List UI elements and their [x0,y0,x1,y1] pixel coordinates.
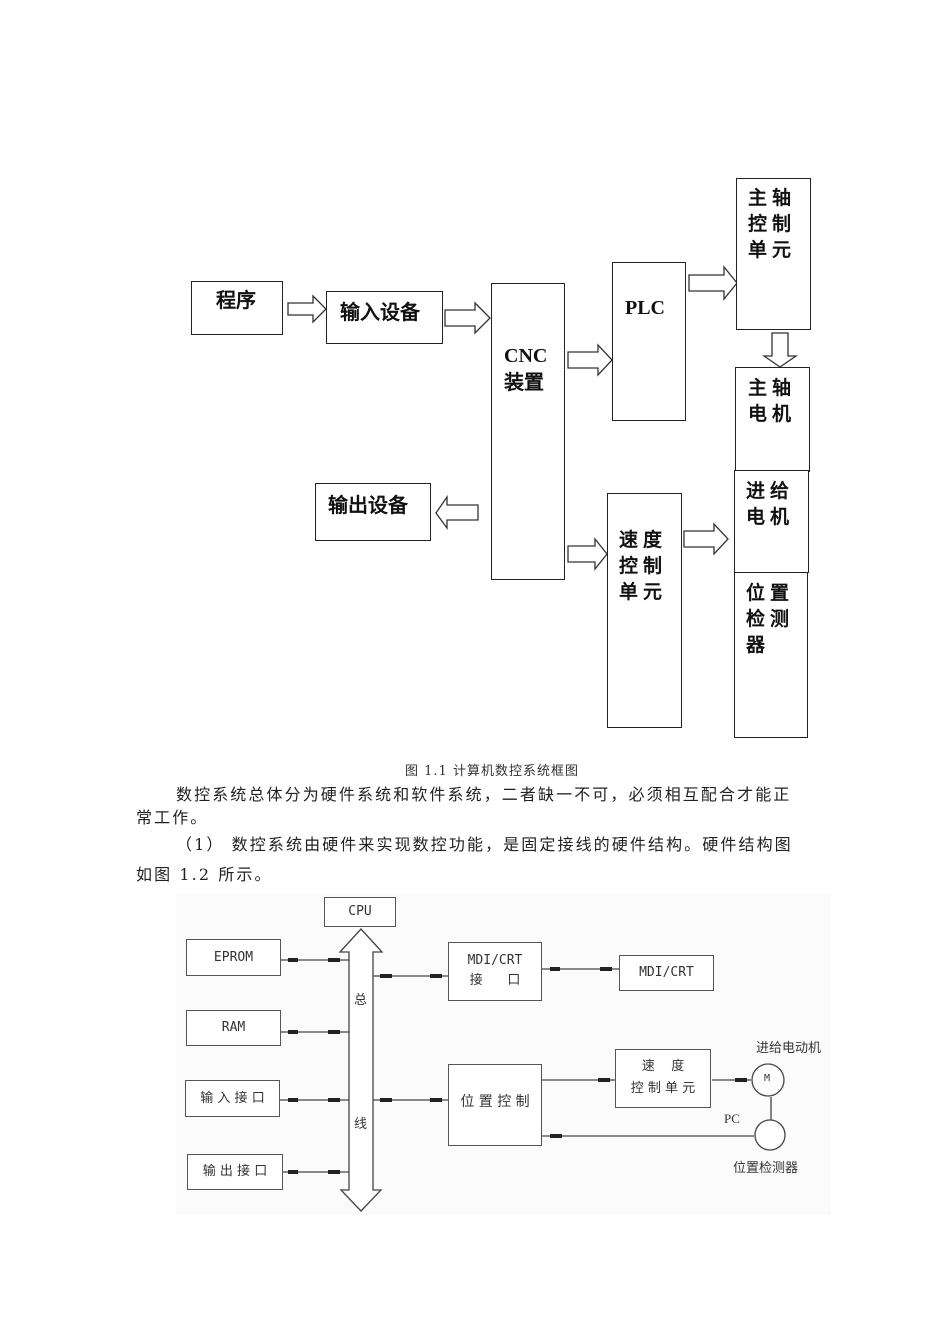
mdi-crt-interface-label-line1: MDI/CRT [467,953,523,968]
connector-marker [288,1098,298,1102]
cnc-label-line1: CNC [504,345,548,367]
cnc-label-line2: 装置 [504,370,544,394]
input-device-label: 输入设备 [340,300,420,324]
connector-marker [288,958,298,962]
ram-label: RAM [221,1020,246,1035]
eprom-box: EPROM [186,939,281,976]
pc-label: PC [724,1111,740,1126]
connector-marker [598,1078,610,1082]
input-device-box [326,291,443,344]
cnc-box [491,283,565,580]
bus-label-top: 总 [354,993,368,1008]
arrow-cnc-to-speed [567,537,608,571]
position-detector-label: 位置检测器 [746,582,795,656]
plc-label: PLC [625,297,665,319]
connector-marker [430,1098,442,1102]
feed-motor-circle [751,1063,785,1097]
connector-marker [328,1098,340,1102]
paragraph-1-line-2: 常工作。 [136,808,209,827]
input-interface-box: 输 入 接 口 [185,1080,280,1117]
motor-symbol: M [764,1073,771,1084]
arrow-program-to-input [287,294,327,324]
cpu-box: CPU [324,897,396,927]
output-interface-box: 输 出 接 口 [187,1154,283,1190]
system-bus-arrow [338,928,384,1212]
arrow-cnc-to-plc [567,343,613,377]
spindle-control-unit-label: 主轴控制单元 [748,187,797,261]
speed-control-unit-box [607,493,682,728]
eprom-label: EPROM [213,950,254,965]
paragraph-2-line-2: 如图 1.2 所示。 [136,865,273,884]
paragraph-2-line-1: （1） 数控系统由硬件来实现数控功能，是固定接线的硬件结构。硬件结构图 [176,835,793,854]
feed-motor-label: 进给电动机 [756,1041,822,1056]
position-detector-circle [754,1119,786,1151]
position-control-box: 位 置 控 制 [448,1064,542,1146]
plc-box [612,262,686,421]
connector-marker [288,1030,298,1034]
figure-1-arrows [287,265,799,571]
spindle-motor-box [735,367,810,472]
connector-marker [380,1098,392,1102]
mdi-crt-box: MDI/CRT [619,955,714,991]
connector-marker [550,967,560,971]
figure-1-caption: 图 1.1 计算机数控系统框图 [405,764,579,779]
position-control-label: 位 置 控 制 [460,1094,530,1110]
position-detector-label-2: 位置检测器 [733,1161,799,1176]
ram-box: RAM [186,1010,281,1046]
connector-marker [600,967,612,971]
arrow-spindle-control-to-motor [761,332,799,368]
mdi-crt-interface-box: MDI/CRT 接 口 [448,942,542,1001]
mdi-crt-interface-label-line2: 接 口 [469,973,521,988]
spindle-control-unit-box [736,178,811,330]
speed-control-unit-box-2: 速 度 控 制 单 元 [615,1049,711,1108]
arrow-cnc-to-output [435,494,479,530]
output-device-label: 输出设备 [328,493,408,517]
cpu-label: CPU [348,904,372,919]
program-label: 程序 [216,288,256,312]
connector-marker [328,958,340,962]
program-box [191,281,283,335]
connector-marker [430,974,442,978]
connector-marker [380,974,392,978]
speed-unit-label-line1: 速 度 [641,1059,685,1074]
connector-marker [735,1078,747,1082]
feed-motor-label: 进给电机 [746,480,795,528]
output-device-box [315,483,431,541]
output-interface-label: 输 出 接 口 [202,1164,268,1179]
speed-unit-label-line2: 控 制 单 元 [630,1081,696,1096]
paragraph-1-line-1: 数控系统总体分为硬件系统和软件系统，二者缺一不可，必须相互配合才能正 [176,785,792,804]
arrow-plc-to-spindle-control [688,265,738,301]
feed-motor-box [734,470,809,573]
position-detector-box [734,572,808,738]
connector-marker [328,1170,340,1174]
mdi-crt-label: MDI/CRT [639,965,694,980]
arrow-speed-to-feed [683,522,729,556]
speed-control-unit-label: 速度控制单元 [619,529,668,603]
spindle-motor-label: 主轴电机 [748,377,797,425]
bus-label-bottom: 线 [354,1117,368,1132]
connector-marker [288,1170,298,1174]
connector-marker [550,1134,562,1138]
arrow-input-to-cnc [444,301,491,335]
connector-marker [328,1030,340,1034]
input-interface-label: 输 入 接 口 [200,1091,265,1106]
